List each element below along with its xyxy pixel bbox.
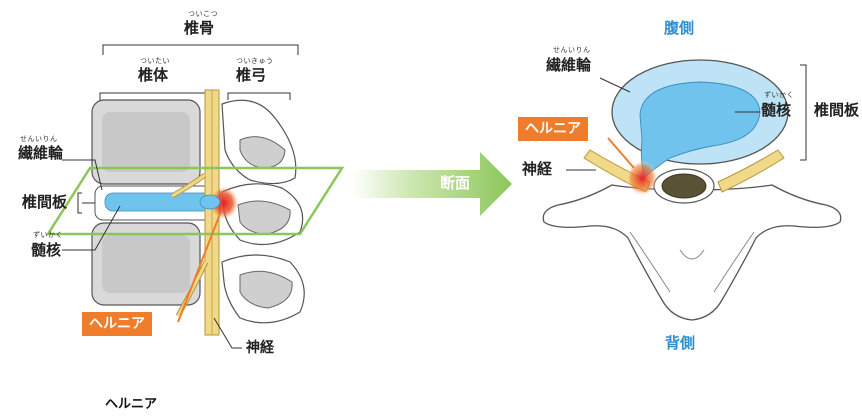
nerve-label-right: 神経 — [522, 160, 553, 178]
nucleus-ruby-right: ずいかく — [764, 91, 794, 99]
vertebra-ruby: ついこつ — [188, 10, 218, 18]
right-nerve-root — [717, 149, 785, 193]
upper-nerve-root-fill — [171, 173, 206, 198]
nucleus-ruby: ずいかく — [33, 231, 63, 239]
upper-body-inner — [102, 112, 190, 172]
lower-body-inner — [102, 235, 190, 293]
annulus-ruby: せんいりん — [20, 135, 58, 143]
disc-label: 椎間板 — [22, 193, 68, 211]
dorsal-label: 背側 — [665, 334, 696, 352]
vertebral-body-ruby: ついたい — [140, 57, 170, 65]
vertebra-bracket — [102, 44, 299, 55]
nucleus-label-right: 髄核 — [761, 101, 792, 119]
spinous-process-detail — [679, 249, 705, 260]
disc-bracket — [77, 192, 82, 214]
annulus-leader-right — [599, 77, 631, 93]
nerve-label-left: 神経 — [246, 340, 274, 356]
annulus-label-right: 繊維輪 — [546, 56, 592, 74]
upper-arch-facet — [239, 136, 286, 169]
cross-section-plane — [45, 166, 345, 236]
hernia-tag-left: ヘルニア — [82, 312, 152, 336]
lower-nerve-root-fill — [176, 261, 208, 317]
section-arrow — [352, 152, 512, 216]
middle-arch-facet — [237, 200, 291, 235]
disc-side-bracket — [800, 64, 807, 161]
vertebral-body-label: 椎体 — [138, 66, 169, 84]
hernia-tag-right: ヘルニア — [518, 117, 588, 141]
figure-caption: ヘルニア — [105, 397, 158, 412]
left-lamina-detail — [629, 231, 671, 293]
herniation-inflammation-section — [626, 160, 658, 196]
annulus-ruby-right: せんいりん — [553, 46, 591, 54]
vertebra-label: 椎骨 — [184, 19, 215, 37]
nucleus-label: 髄核 — [31, 241, 62, 259]
nerve-leader — [213, 317, 242, 349]
lateral-spine-view — [45, 44, 345, 349]
section-arrow-label: 断面 — [440, 174, 471, 192]
lower-arch-facet — [239, 270, 293, 309]
vertebral-arch-ruby: ついきゅう — [236, 57, 274, 65]
vertebral-arch-outline — [542, 184, 842, 321]
hernia-tag-pointer — [177, 213, 221, 323]
hernia-tag-pointer-right — [607, 137, 635, 169]
ventral-label: 腹側 — [664, 19, 695, 37]
vertebral-arch-bracket — [227, 92, 291, 100]
vertebral-arch-label: 椎弓 — [236, 66, 267, 84]
annulus-leader — [62, 159, 103, 191]
disc-label-right: 椎間板 — [814, 101, 860, 119]
vertebral-body-bracket — [99, 92, 208, 100]
herniated-nucleus — [199, 194, 221, 210]
right-lamina-detail — [713, 231, 755, 293]
axial-cross-section — [542, 59, 842, 321]
nucleus-pulposus — [104, 192, 216, 212]
annulus-label: 繊維輪 — [18, 144, 64, 162]
nucleus-leader — [62, 205, 121, 251]
herniation-inflammation — [210, 187, 238, 219]
spinal-cord-section — [661, 173, 707, 199]
